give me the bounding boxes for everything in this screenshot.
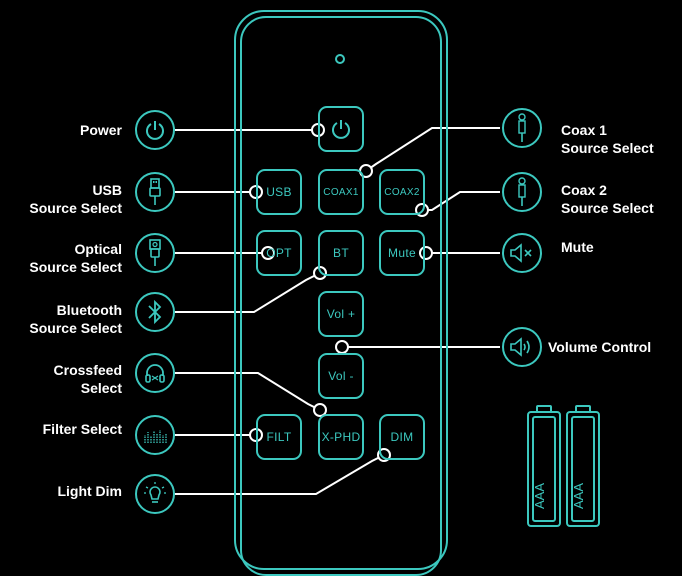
ir-led-indicator <box>335 54 345 64</box>
jack-icon <box>518 177 526 206</box>
label-crossfeed: Crossfeed Select <box>54 361 122 397</box>
label-coax2-line1: Coax 2 <box>561 182 607 198</box>
battery-aaa-2: AAA <box>566 405 600 527</box>
label-coax1: Coax 1 Source Select <box>561 121 654 157</box>
label-usb-line2: Source Select <box>29 200 122 216</box>
label-optical-line1: Optical <box>74 241 122 257</box>
battery-aaa-1: AAA <box>527 405 561 527</box>
label-bluetooth: Bluetooth Source Select <box>29 301 122 337</box>
jack-icon <box>518 113 526 142</box>
label-coax2: Coax 2 Source Select <box>561 181 654 217</box>
coax2-icon-circle <box>502 172 542 212</box>
headphones-icon <box>145 364 165 383</box>
label-usb: USB Source Select <box>29 181 122 217</box>
label-usb-line1: USB <box>92 182 122 198</box>
dim-button[interactable]: DIM <box>379 414 425 460</box>
optical-icon <box>149 239 161 266</box>
label-coax2-line2: Source Select <box>561 200 654 216</box>
volume-speaker-icon <box>510 337 530 357</box>
label-bluetooth-line1: Bluetooth <box>56 302 122 318</box>
opt-button[interactable]: OPT <box>256 230 302 276</box>
power-icon-circle <box>135 110 175 150</box>
usb-icon <box>149 178 161 205</box>
vol-down-button[interactable]: Vol - <box>318 353 364 399</box>
label-filter: Filter Select <box>42 421 122 437</box>
label-volume: Volume Control <box>548 339 652 355</box>
bluetooth-icon-circle <box>135 292 175 332</box>
battery-label-1: AAA <box>532 483 547 509</box>
battery-label-2: AAA <box>571 483 586 509</box>
xphd-button[interactable]: X-PHD <box>318 414 364 460</box>
label-light-dim: Light Dim <box>57 483 122 499</box>
power-icon <box>332 120 350 139</box>
mute-speaker-icon <box>510 243 532 263</box>
label-coax1-line1: Coax 1 <box>561 122 607 138</box>
coax1-button[interactable]: COAX1 <box>318 169 364 215</box>
power-icon <box>146 121 164 140</box>
label-optical-line2: Source Select <box>29 259 122 275</box>
label-optical: Optical Source Select <box>29 240 122 276</box>
coax1-icon-circle <box>502 108 542 148</box>
equalizer-icon <box>144 430 167 443</box>
usb-icon-circle <box>135 172 175 212</box>
lightbulb-icon <box>144 482 166 503</box>
label-bluetooth-line2: Source Select <box>29 320 122 336</box>
label-crossfeed-line2: Select <box>80 380 122 396</box>
light-dim-icon-circle <box>135 474 175 514</box>
filter-icon-circle <box>135 415 175 455</box>
vol-up-button[interactable]: Vol + <box>318 291 364 337</box>
usb-button[interactable]: USB <box>256 169 302 215</box>
crossfeed-icon-circle <box>135 353 175 393</box>
volume-icon-circle <box>502 327 542 367</box>
label-coax1-line2: Source Select <box>561 140 654 156</box>
mute-icon-circle <box>502 233 542 273</box>
optical-icon-circle <box>135 233 175 273</box>
bluetooth-icon <box>148 299 162 325</box>
coax2-button[interactable]: COAX2 <box>379 169 425 215</box>
filt-button[interactable]: FILT <box>256 414 302 460</box>
label-crossfeed-line1: Crossfeed <box>53 362 122 378</box>
label-mute: Mute <box>561 239 594 255</box>
mute-button[interactable]: Mute <box>379 230 425 276</box>
label-power: Power <box>79 122 122 138</box>
bt-button[interactable]: BT <box>318 230 364 276</box>
power-button[interactable] <box>318 106 364 152</box>
